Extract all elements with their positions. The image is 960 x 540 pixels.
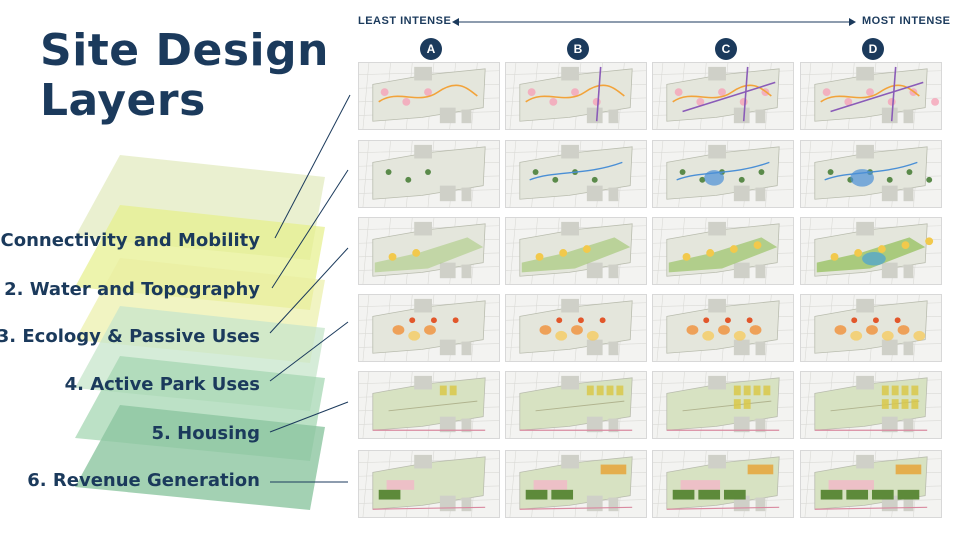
- site-plan-thumbnail: [358, 217, 500, 285]
- title-line-2: Layers: [40, 75, 206, 126]
- site-plan-thumbnail: [358, 450, 500, 518]
- site-plan-thumbnail: [800, 294, 942, 362]
- page-title: Site Design Layers: [40, 26, 329, 126]
- layer-label-water: 2. Water and Topography: [4, 279, 260, 300]
- leader-line-3: [269, 247, 349, 334]
- intensity-arrow-icon: [452, 18, 856, 26]
- column-badge-d: D: [862, 38, 884, 60]
- site-plan-thumbnail: [652, 217, 794, 285]
- leader-line-2: [271, 169, 349, 289]
- site-plan-thumbnail: [652, 140, 794, 208]
- scale-most-label: MOST INTENSE: [862, 15, 951, 27]
- leader-line-4: [269, 321, 349, 382]
- site-plan-thumbnail: [800, 450, 942, 518]
- site-plan-thumbnail: [652, 294, 794, 362]
- site-plan-thumbnail: [358, 371, 500, 439]
- site-plan-thumbnail: [652, 371, 794, 439]
- column-badge-c: C: [715, 38, 737, 60]
- layer-label-revenue: 6. Revenue Generation: [27, 470, 260, 491]
- title-line-1: Site Design: [40, 25, 329, 76]
- leader-line-5: [269, 401, 349, 433]
- site-plan-thumbnail: [505, 450, 647, 518]
- layer-label-active-park: 4. Active Park Uses: [64, 374, 260, 395]
- site-plan-thumbnail: [652, 450, 794, 518]
- site-plan-thumbnail: [358, 294, 500, 362]
- layer-label-ecology: 3. Ecology & Passive Uses: [0, 326, 260, 347]
- site-plan-thumbnail: [505, 62, 647, 130]
- column-badge-a: A: [420, 38, 442, 60]
- scale-least-label: LEAST INTENSE: [358, 15, 452, 27]
- site-plan-thumbnail: [358, 62, 500, 130]
- site-plan-thumbnail: [652, 62, 794, 130]
- column-badge-b: B: [567, 38, 589, 60]
- site-plan-thumbnail: [505, 371, 647, 439]
- site-plan-thumbnail: [505, 217, 647, 285]
- site-plan-thumbnail: [800, 371, 942, 439]
- site-plan-thumbnail: [800, 62, 942, 130]
- layer-label-connectivity: 1. Connectivity and Mobility: [0, 230, 260, 251]
- site-design-grid: [358, 62, 942, 518]
- layer-plate-5: [75, 356, 325, 461]
- layer-label-housing: 5. Housing: [151, 423, 260, 444]
- site-plan-thumbnail: [505, 140, 647, 208]
- site-plan-thumbnail: [800, 217, 942, 285]
- site-plan-thumbnail: [358, 140, 500, 208]
- layer-plate-6: [75, 405, 325, 510]
- layer-plate-3: [75, 258, 325, 363]
- site-plan-thumbnail: [800, 140, 942, 208]
- site-plan-thumbnail: [505, 294, 647, 362]
- layer-plate-4: [75, 306, 325, 411]
